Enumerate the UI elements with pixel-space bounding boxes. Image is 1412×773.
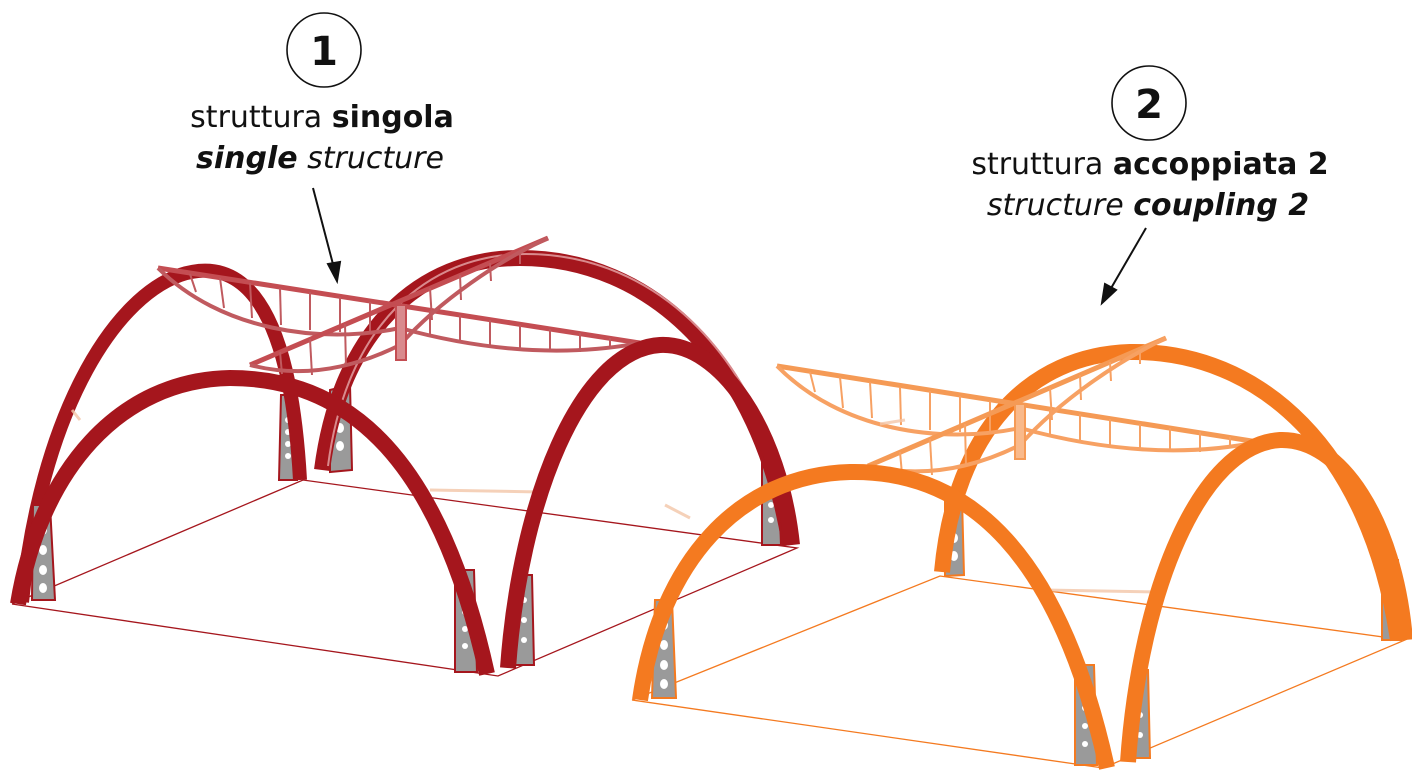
number-2: 2 [1135,82,1163,128]
structure-1-roof-truss [156,235,641,376]
pointer-arrow-2 [1100,227,1147,306]
structure-1-drawing [10,235,800,677]
structure-2-italian-label: struttura accoppiata 2 [971,147,1328,182]
structure-1-italian-label: struttura singola [190,100,454,135]
pointer-arrow-1 [312,187,342,285]
structure-1-english-label: single structure [196,141,444,176]
structure-2-roof-truss [775,335,1259,476]
structure-2-arch-front-right [1120,431,1412,763]
number-badge-1 [286,12,362,88]
number-badge-2 [1111,65,1187,141]
structure-2-english-label: structure coupling 2 [987,188,1309,223]
structure-1-bracing [70,409,691,520]
number-1: 1 [310,29,338,75]
structure-1-arch-back-right [314,249,798,547]
label-structure-1: 1 struttura singola single structure [190,12,454,285]
structure-2-drawing [631,335,1412,770]
structure-2-arch-back [934,343,1406,642]
structure-2-arch-front-left [632,463,1115,770]
structure-2-floor [631,575,1408,769]
structure-1-arch-front-left [10,369,495,676]
label-structure-2: 2 struttura accoppiata 2 structure coupl… [971,65,1329,306]
structure-1-arch-front-right [500,336,800,669]
structure-1-floor [11,479,800,677]
structure-1-arch-back-left [15,263,307,603]
structure-2-bracing [879,418,1161,594]
